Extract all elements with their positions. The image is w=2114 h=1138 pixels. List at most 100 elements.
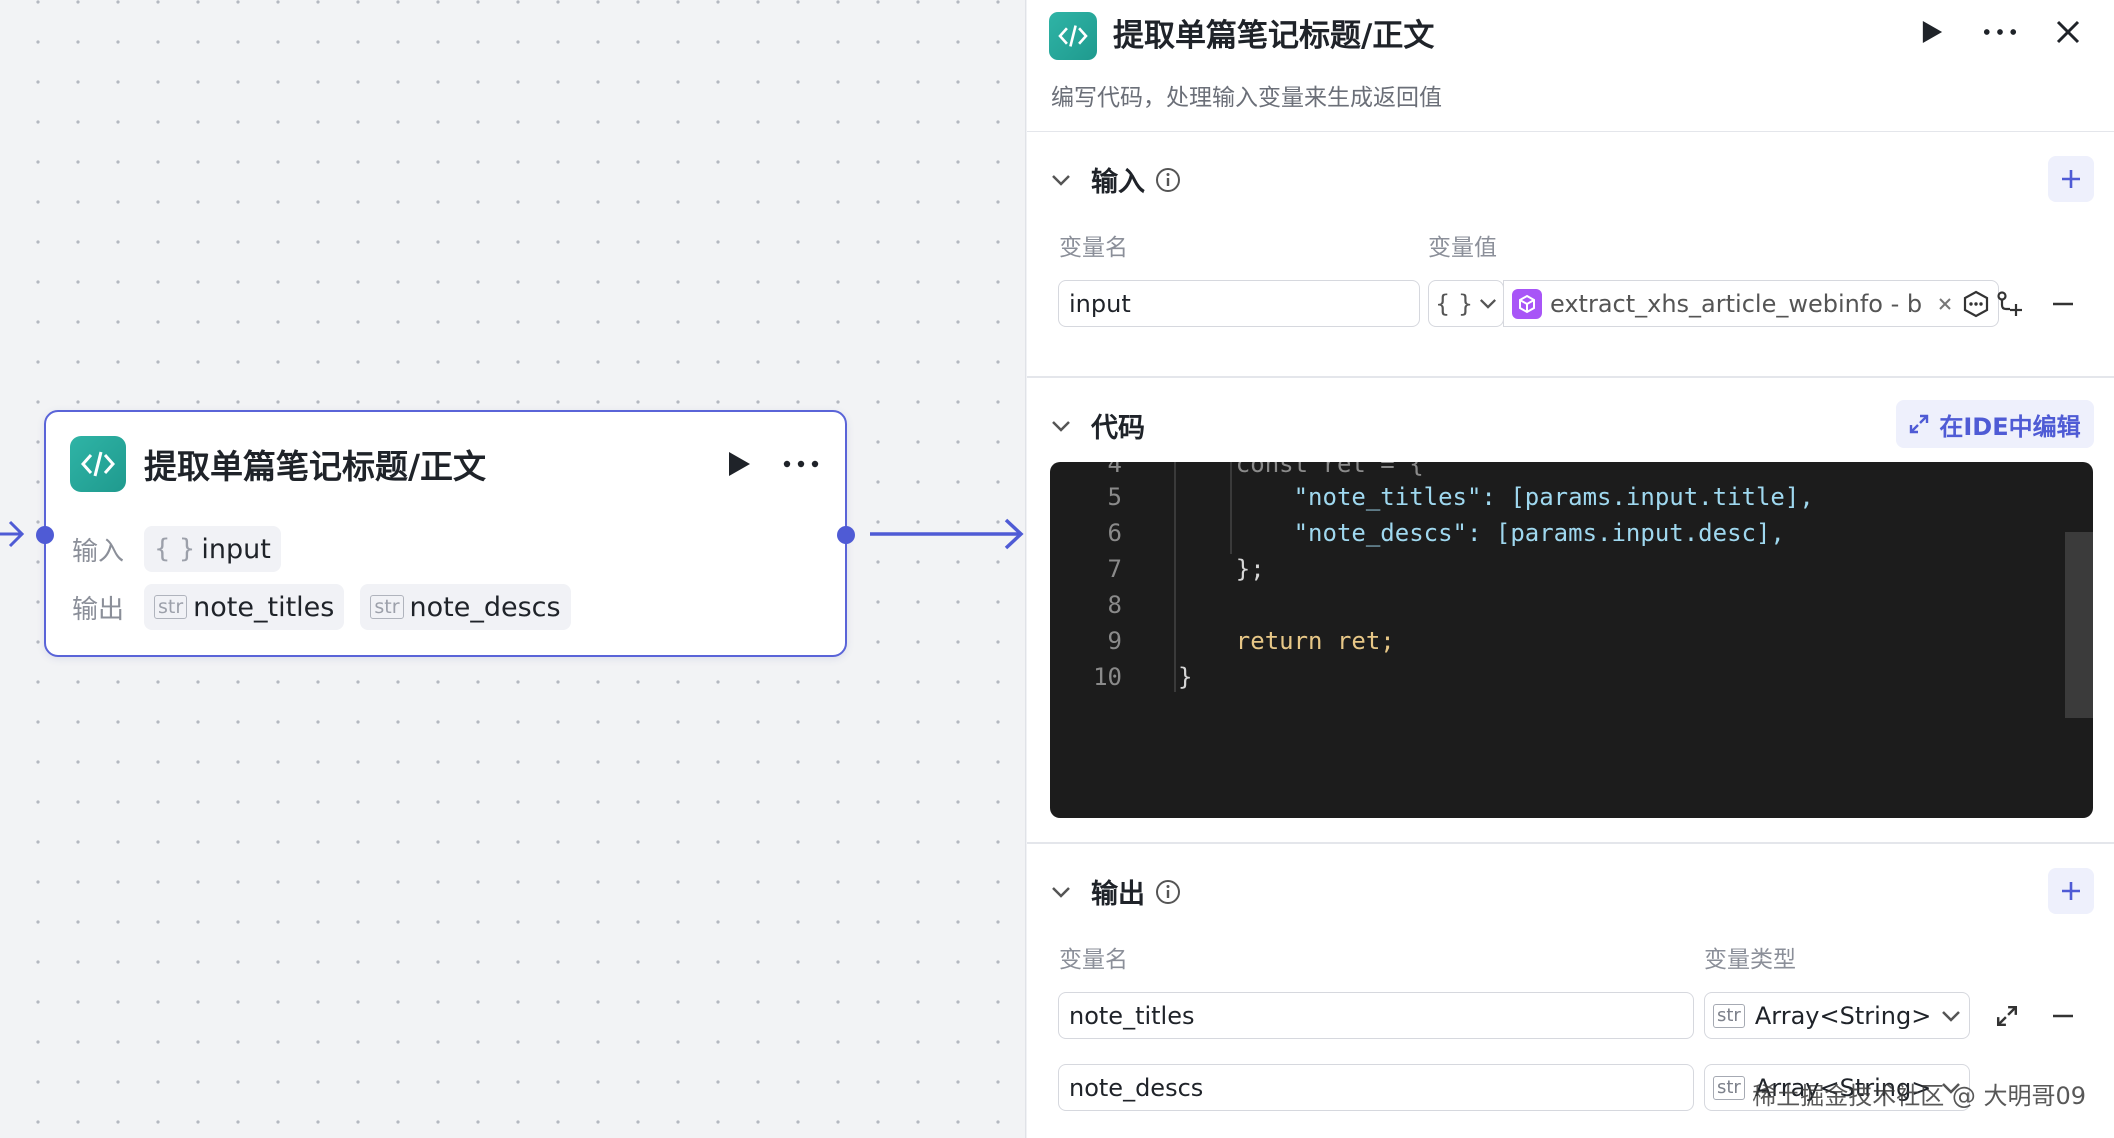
add-input-button[interactable] bbox=[2048, 156, 2094, 202]
code-line: 4 const ret = { bbox=[1050, 462, 2093, 482]
minus-icon bbox=[2053, 302, 2073, 306]
watermark: 稀土掘金技术社区 @ 大明哥09 bbox=[1752, 1082, 2086, 1110]
object-type-icon: { } bbox=[154, 534, 196, 564]
input-col-name-label: 变量名 bbox=[1059, 235, 1128, 261]
output-type-value: Array<String> bbox=[1754, 1001, 1932, 1030]
line-number: 8 bbox=[1107, 591, 1122, 619]
branch-add-icon bbox=[1997, 291, 2022, 316]
node-input-row: 输入 { } input bbox=[72, 526, 297, 572]
line-number: 5 bbox=[1107, 483, 1122, 511]
input-col-value-label: 变量值 bbox=[1428, 235, 1497, 261]
node-config-panel: 提取单篇笔记标题/正文 编写代码，处理输入变量来生成返回值 输入 变量名 变量值… bbox=[1027, 0, 2114, 1138]
info-icon[interactable] bbox=[1155, 167, 1181, 193]
outgoing-edge-arrow[interactable] bbox=[866, 516, 1026, 552]
close-panel-button[interactable] bbox=[2050, 14, 2086, 50]
code-icon bbox=[70, 436, 126, 492]
code-editor[interactable]: 4 const ret = { 5 "note_titles": [params… bbox=[1050, 462, 2093, 818]
plus-icon bbox=[2062, 882, 2080, 900]
remove-output-button[interactable] bbox=[2043, 996, 2083, 1036]
panel-header: 提取单篇笔记标题/正文 编写代码，处理输入变量来生成返回值 bbox=[1027, 0, 2114, 132]
expand-output-button[interactable] bbox=[1987, 996, 2027, 1036]
line-number: 4 bbox=[1107, 462, 1122, 478]
play-icon bbox=[729, 452, 750, 476]
code-line: 6 "note_descs": [params.input.desc], bbox=[1050, 515, 2093, 551]
minus-icon bbox=[2053, 1014, 2073, 1018]
line-number: 6 bbox=[1107, 519, 1122, 547]
more-icon bbox=[1983, 29, 2017, 35]
code-text: const ret = { bbox=[1178, 462, 1424, 478]
node-output-name: note_descs bbox=[409, 591, 561, 623]
output-col-type-label: 变量类型 bbox=[1704, 947, 1796, 973]
output-var-name-value: note_descs bbox=[1069, 1073, 1204, 1102]
output-section-header[interactable]: 输出 bbox=[1051, 872, 1181, 911]
close-icon bbox=[2056, 20, 2080, 44]
node-input-name: input bbox=[201, 533, 271, 565]
node-more-button[interactable] bbox=[781, 444, 821, 484]
line-number: 10 bbox=[1093, 663, 1122, 691]
code-section-title: 代码 bbox=[1091, 413, 1145, 444]
code-text: "note_descs": [params.input.desc], bbox=[1178, 519, 1785, 547]
output-type-value: Array<String> bbox=[1754, 1073, 1932, 1102]
input-var-name-field[interactable]: input bbox=[1058, 280, 1420, 327]
code-text: "note_titles": [params.input.title], bbox=[1178, 483, 1814, 511]
output-var-name-value: note_titles bbox=[1069, 1001, 1195, 1030]
add-output-button[interactable] bbox=[2048, 868, 2094, 914]
output-type-select[interactable]: str Array<String> bbox=[1704, 1064, 1970, 1111]
input-value-type-select[interactable]: { } bbox=[1428, 280, 1504, 327]
node-input-tag: { } input bbox=[144, 526, 281, 572]
input-port[interactable] bbox=[36, 526, 54, 544]
add-reference-button[interactable] bbox=[1989, 284, 2029, 324]
string-type-icon: str bbox=[1713, 1003, 1745, 1028]
input-var-name-value: input bbox=[1069, 289, 1131, 318]
workflow-canvas[interactable]: 提取单篇笔记标题/正文 输入 { } input 输出 str note_tit… bbox=[0, 0, 1026, 1138]
code-text: } bbox=[1178, 663, 1193, 691]
edit-in-ide-button[interactable]: 在IDE中编辑 bbox=[1896, 400, 2094, 448]
expand-icon bbox=[1910, 414, 1929, 434]
code-text: }; bbox=[1178, 555, 1265, 583]
string-type-icon: str bbox=[370, 595, 404, 619]
info-icon[interactable] bbox=[1155, 879, 1181, 905]
input-section-title: 输入 bbox=[1091, 167, 1145, 198]
string-type-icon: str bbox=[1713, 1075, 1745, 1100]
line-number: 7 bbox=[1107, 555, 1122, 583]
edit-in-ide-label: 在IDE中编辑 bbox=[1939, 412, 2081, 441]
output-var-name-field[interactable]: note_titles bbox=[1058, 992, 1694, 1039]
node-title: 提取单篇笔记标题/正文 bbox=[144, 447, 487, 486]
output-port[interactable] bbox=[837, 526, 855, 544]
panel-more-button[interactable] bbox=[1982, 14, 2018, 50]
node-output-name: note_titles bbox=[193, 591, 335, 623]
plus-icon bbox=[2062, 170, 2080, 188]
chevron-down-icon bbox=[1480, 299, 1496, 309]
object-type-icon: { } bbox=[1435, 289, 1474, 318]
code-section-header[interactable]: 代码 bbox=[1051, 406, 1145, 445]
chevron-down-icon bbox=[1052, 174, 1070, 186]
code-line: 7 }; bbox=[1050, 551, 2093, 587]
code-text: return ret; bbox=[1178, 627, 1395, 655]
code-line: 10 } bbox=[1050, 659, 2093, 695]
node-output-tag: str note_titles bbox=[144, 584, 345, 630]
clear-ref-icon[interactable] bbox=[1938, 297, 1952, 311]
node-input-label: 输入 bbox=[72, 536, 125, 567]
line-number: 9 bbox=[1107, 627, 1122, 655]
run-node-button[interactable] bbox=[719, 444, 759, 484]
input-value-reference-field[interactable]: extract_xhs_article_webinfo - b bbox=[1503, 280, 1999, 327]
output-col-name-label: 变量名 bbox=[1059, 947, 1128, 973]
code-scrollbar[interactable] bbox=[2065, 532, 2093, 718]
section-divider bbox=[1027, 842, 2114, 844]
code-icon bbox=[1049, 12, 1097, 60]
chevron-down-icon bbox=[1052, 420, 1070, 432]
input-section-header[interactable]: 输入 bbox=[1051, 160, 1181, 199]
output-section-title: 输出 bbox=[1091, 879, 1145, 910]
run-node-button[interactable] bbox=[1914, 14, 1950, 50]
remove-input-button[interactable] bbox=[2043, 284, 2083, 324]
variable-picker-icon[interactable] bbox=[1962, 290, 1990, 318]
panel-title[interactable]: 提取单篇笔记标题/正文 bbox=[1113, 18, 1435, 54]
code-line: 8 bbox=[1050, 587, 2093, 623]
output-type-select[interactable]: str Array<String> bbox=[1704, 992, 1970, 1039]
output-var-name-field[interactable]: note_descs bbox=[1058, 1064, 1694, 1111]
node-output-tag: str note_descs bbox=[360, 584, 571, 630]
panel-description: 编写代码，处理输入变量来生成返回值 bbox=[1051, 85, 1442, 111]
code-line: 5 "note_titles": [params.input.title], bbox=[1050, 479, 2093, 515]
code-node-card[interactable]: 提取单篇笔记标题/正文 输入 { } input 输出 str note_tit… bbox=[36, 410, 855, 657]
node-output-label: 输出 bbox=[72, 594, 125, 625]
